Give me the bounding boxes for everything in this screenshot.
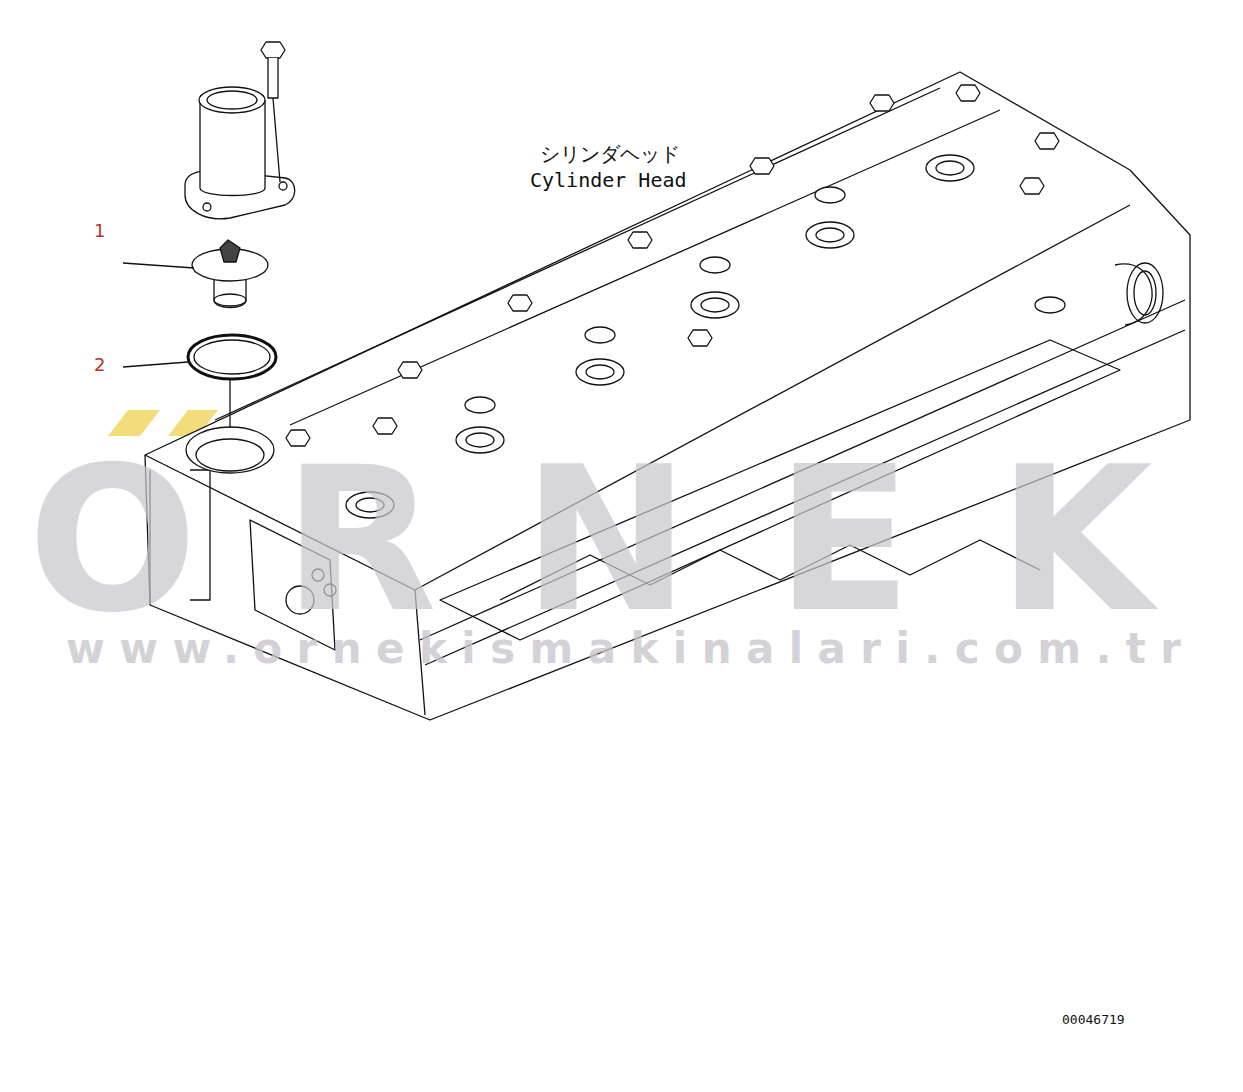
head-bolt bbox=[956, 85, 980, 101]
thermostat-valve bbox=[220, 240, 240, 262]
head-bolt bbox=[373, 418, 397, 434]
watermark-mark bbox=[108, 410, 160, 436]
valve-port bbox=[585, 327, 615, 343]
valve-port bbox=[815, 187, 845, 203]
o-ring bbox=[194, 340, 270, 374]
head-bolt bbox=[870, 95, 894, 111]
head-bolt bbox=[1035, 133, 1059, 149]
flange-bolt bbox=[268, 58, 278, 98]
valve-port bbox=[465, 397, 495, 413]
head-edge bbox=[215, 88, 940, 420]
housing-hole bbox=[279, 182, 287, 190]
valve-port bbox=[586, 365, 614, 379]
head-bolt bbox=[1020, 178, 1044, 194]
watermark-url: www.ornekismakinalari.com.tr bbox=[66, 628, 1195, 670]
head-edge bbox=[290, 110, 1000, 425]
callout-number: 2 bbox=[94, 356, 105, 374]
valve-port bbox=[691, 292, 739, 318]
thermostat-housing bbox=[200, 100, 265, 196]
thermostat bbox=[214, 294, 246, 306]
head-bolt bbox=[688, 330, 712, 346]
head-bolt bbox=[398, 362, 422, 378]
plug bbox=[1035, 297, 1065, 313]
head-bolt bbox=[750, 158, 774, 174]
valve-port bbox=[700, 257, 730, 273]
leader-line bbox=[123, 263, 194, 268]
part-name: Cylinder Head bbox=[530, 170, 687, 190]
flange-bolt bbox=[261, 42, 285, 58]
housing-hole bbox=[203, 203, 211, 211]
part-name-jp: シリンダヘッド bbox=[540, 144, 680, 164]
end-boss bbox=[1134, 271, 1156, 315]
valve-port bbox=[576, 359, 624, 385]
o-ring bbox=[188, 335, 276, 379]
leader-line bbox=[123, 362, 188, 367]
valve-port bbox=[806, 222, 854, 248]
valve-port bbox=[936, 161, 964, 175]
valve-port bbox=[816, 228, 844, 242]
callout-number: 1 bbox=[94, 222, 105, 240]
head-bolt bbox=[628, 232, 652, 248]
end-boss bbox=[1127, 263, 1163, 323]
bolt-axis bbox=[273, 98, 280, 182]
thermostat-housing bbox=[199, 87, 265, 113]
thermostat-housing bbox=[207, 91, 257, 109]
drawing-number: 00046719 bbox=[1062, 1013, 1125, 1026]
head-bolt bbox=[508, 295, 532, 311]
assembly-axis bbox=[229, 380, 230, 428]
valve-port bbox=[926, 155, 974, 181]
valve-port bbox=[701, 298, 729, 312]
watermark: ORNEK bbox=[28, 440, 1239, 640]
